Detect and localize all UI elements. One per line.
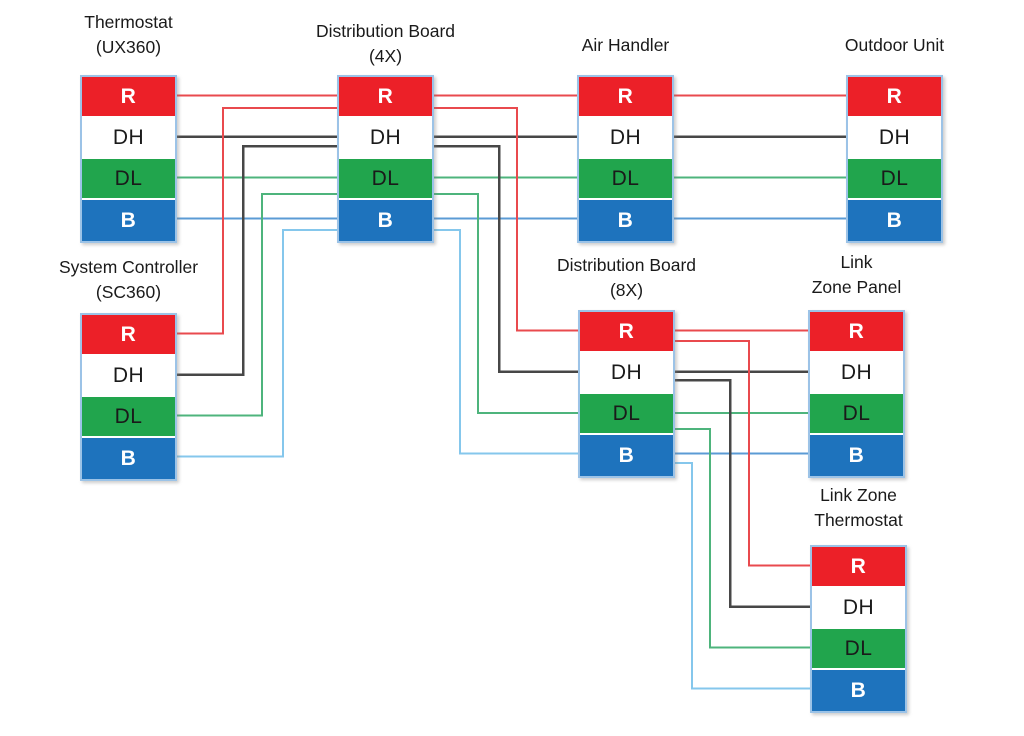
- terminal-r-thermostat-ux360: R: [82, 77, 175, 118]
- title-line: (4X): [368, 46, 403, 66]
- title-line: Outdoor Unit: [844, 35, 945, 55]
- terminal-r-link-zone-thermostat: R: [812, 547, 905, 588]
- terminal-b-outdoor-unit: B: [848, 200, 941, 241]
- terminal-dl-air-handler: DL: [579, 159, 672, 200]
- terminal-dl-distribution-board-8x: DL: [580, 394, 673, 435]
- wire-8x-b-to-thermostat: [668, 462, 815, 690]
- terminal-b-link-zone-thermostat: B: [812, 670, 905, 711]
- device-title-outdoor-unit: Outdoor Unit: [785, 33, 1005, 58]
- terminal-dh-system-controller-sc360: DH: [82, 356, 175, 397]
- terminal-b-distribution-board-4x: B: [339, 200, 432, 241]
- title-line: Link Zone: [820, 485, 897, 505]
- terminal-b-distribution-board-8x: B: [580, 435, 673, 476]
- terminal-dh-link-zone-thermostat: DH: [812, 588, 905, 629]
- terminal-dh-air-handler: DH: [579, 118, 672, 159]
- terminal-dh-distribution-board-8x: DH: [580, 353, 673, 394]
- terminal-dh-distribution-board-4x: DH: [339, 118, 432, 159]
- terminal-dl-link-zone-thermostat: DL: [812, 629, 905, 670]
- device-title-distribution-board-8x: Distribution Board (8X): [517, 253, 737, 303]
- title-line: (SC360): [95, 282, 162, 302]
- terminal-r-distribution-board-4x: R: [339, 77, 432, 118]
- title-line: (UX360): [95, 37, 162, 57]
- title-line: System Controller: [58, 257, 199, 277]
- title-line: Distribution Board: [315, 21, 456, 41]
- terminal-r-system-controller-sc360: R: [82, 315, 175, 356]
- title-line: Thermostat: [814, 510, 903, 530]
- terminal-dl-outdoor-unit: DL: [848, 159, 941, 200]
- terminal-dl-thermostat-ux360: DL: [82, 159, 175, 200]
- device-title-system-controller-sc360: System Controller (SC360): [19, 255, 239, 305]
- terminal-b-link-zone-panel: B: [810, 435, 903, 476]
- terminal-dh-thermostat-ux360: DH: [82, 118, 175, 159]
- wire-sc-dl-to-boards: [172, 193, 813, 417]
- terminal-b-thermostat-ux360: B: [82, 200, 175, 241]
- device-title-thermostat-ux360: Thermostat (UX360): [19, 10, 239, 60]
- title-line: (8X): [609, 280, 644, 300]
- terminal-b-air-handler: B: [579, 200, 672, 241]
- terminal-dl-distribution-board-4x: DL: [339, 159, 432, 200]
- terminal-b-system-controller-sc360: B: [82, 438, 175, 479]
- title-line: Zone Panel: [811, 277, 902, 297]
- title-line: Air Handler: [581, 35, 670, 55]
- terminal-dh-outdoor-unit: DH: [848, 118, 941, 159]
- terminal-r-link-zone-panel: R: [810, 312, 903, 353]
- terminal-dl-link-zone-panel: DL: [810, 394, 903, 435]
- wire-8x-r-to-thermostat: [668, 340, 815, 567]
- device-title-distribution-board-4x: Distribution Board (4X): [276, 19, 496, 69]
- title-line: Thermostat: [84, 12, 173, 32]
- terminal-dl-system-controller-sc360: DL: [82, 397, 175, 438]
- terminal-r-air-handler: R: [579, 77, 672, 118]
- title-line: Distribution Board: [556, 255, 697, 275]
- device-title-air-handler: Air Handler: [516, 33, 736, 58]
- terminal-r-outdoor-unit: R: [848, 77, 941, 118]
- terminal-dh-link-zone-panel: DH: [810, 353, 903, 394]
- wire-8x-dl-to-thermostat: [668, 428, 815, 649]
- title-line: Link: [840, 252, 873, 272]
- terminal-r-distribution-board-8x: R: [580, 312, 673, 353]
- wire-8x-dh-to-thermostat: [668, 378, 815, 608]
